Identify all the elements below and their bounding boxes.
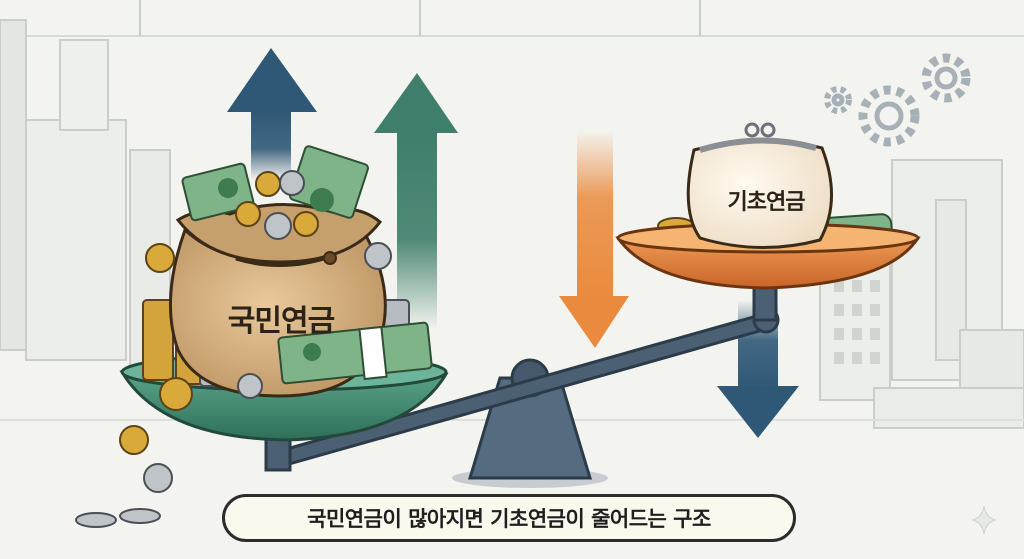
coin-purse-icon xyxy=(686,122,833,249)
background-room xyxy=(0,0,1024,429)
arrow-up-blue-icon xyxy=(227,48,317,180)
basic-pension-label: 기초연금 xyxy=(727,190,806,215)
banknote-emblem xyxy=(218,178,855,361)
banknote-icon xyxy=(181,145,894,385)
arrow-up-green-icon xyxy=(374,73,458,330)
caption-text: 국민연금이 많아지면 기초연금이 줄어드는 구조 xyxy=(307,507,711,531)
sparkle-icon xyxy=(971,505,997,535)
scale-beam xyxy=(264,278,780,472)
building-windows xyxy=(834,280,880,364)
caption-banner: 국민연금이 많아지면 기초연금이 줄어드는 구조 xyxy=(222,494,796,542)
banknote-band xyxy=(358,325,388,381)
arrow-down-orange-icon xyxy=(559,130,629,348)
national-pension-label: 국민연금 xyxy=(227,304,335,339)
gear-icon xyxy=(824,53,971,147)
gear-hub xyxy=(831,66,958,131)
